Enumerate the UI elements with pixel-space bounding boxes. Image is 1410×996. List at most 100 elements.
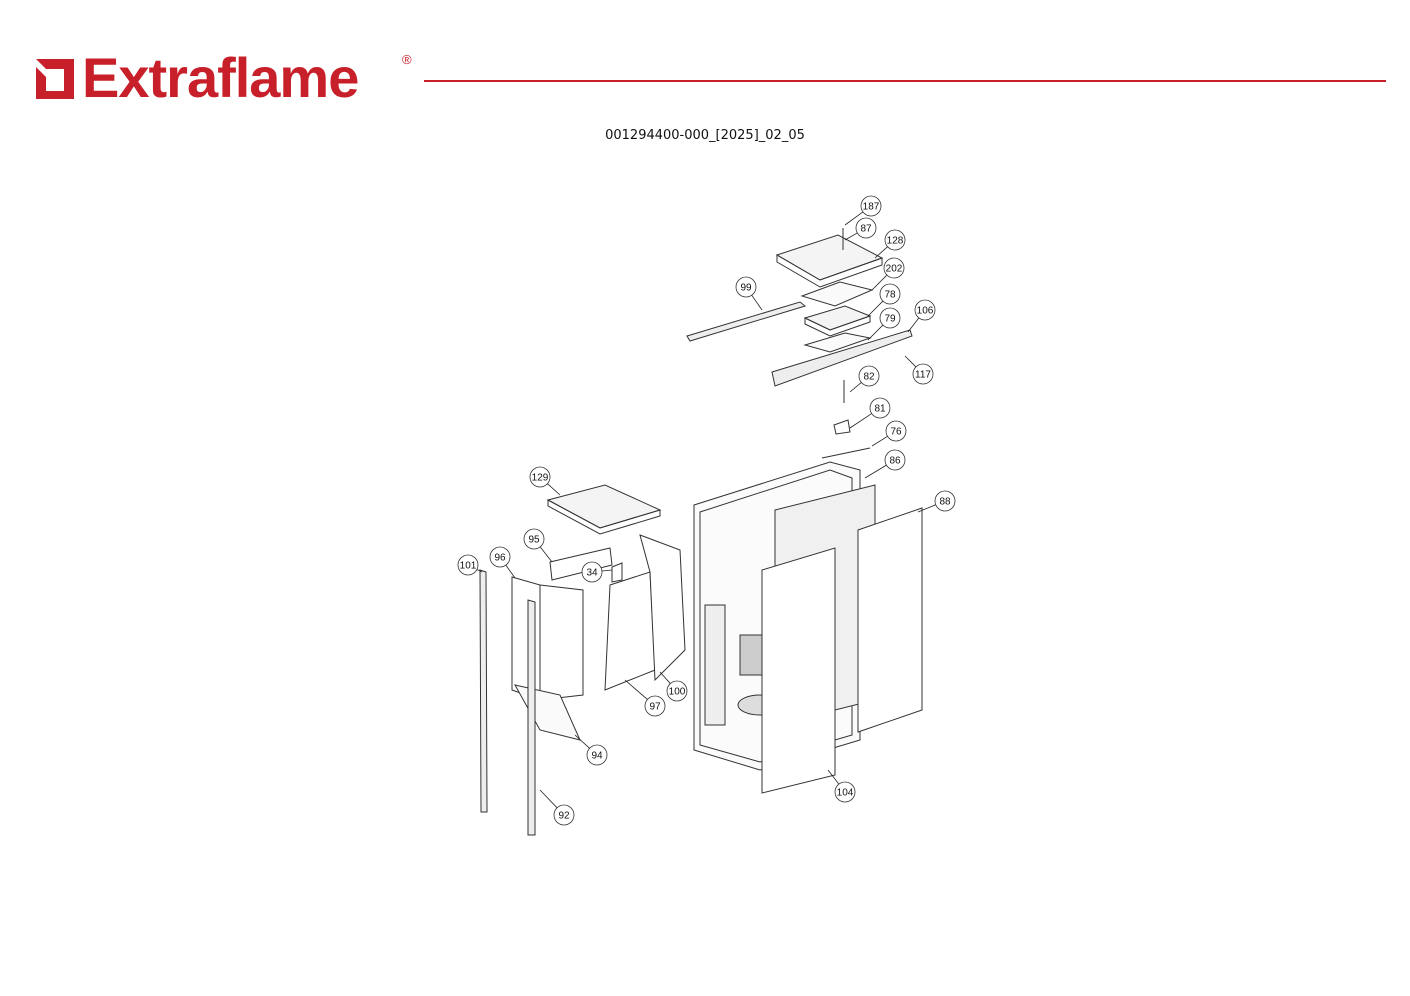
callout-78: 78	[867, 283, 901, 317]
part-box-front	[539, 584, 584, 701]
callout-94: 94	[574, 734, 608, 766]
part-number-label: 88	[939, 497, 951, 508]
leader-line	[574, 734, 590, 749]
part-number-label: 92	[558, 811, 570, 822]
callout-circle	[457, 554, 479, 576]
callout-76: 76	[871, 420, 907, 447]
part-number-label: 202	[886, 264, 903, 275]
part-34	[611, 562, 623, 583]
leader-line	[849, 413, 872, 429]
brand-name: Extraflame	[82, 46, 359, 109]
callout-circle	[489, 546, 511, 568]
logo-mark-icon	[34, 55, 78, 101]
part-99	[686, 301, 807, 342]
part-88	[857, 507, 923, 733]
callout-circle	[885, 420, 907, 442]
leader-line	[624, 679, 648, 700]
leader-line	[751, 294, 763, 311]
callout-circle	[855, 217, 877, 239]
brand-logo: Extraflame	[34, 46, 359, 109]
part-number-label: 129	[532, 473, 549, 484]
part-number-label: 96	[494, 553, 506, 564]
leader-line	[907, 317, 920, 333]
callout-96: 96	[489, 546, 516, 579]
callout-104: 104	[827, 769, 856, 803]
callout-81: 81	[849, 397, 891, 429]
leader-line	[539, 546, 553, 563]
leader-line	[917, 504, 936, 513]
leader-line	[871, 274, 888, 291]
part-number-label: 106	[917, 306, 934, 317]
callout-circle	[884, 449, 906, 471]
callout-129: 129	[529, 466, 561, 496]
leader-line	[844, 211, 864, 226]
part-104	[761, 547, 836, 794]
callout-circle	[523, 528, 545, 550]
part-number-label: 100	[669, 687, 686, 698]
part-number-label: 81	[874, 404, 886, 415]
leader-line	[904, 355, 917, 368]
part-number-label: 87	[860, 224, 872, 235]
part-81	[833, 419, 851, 435]
callout-circle	[581, 561, 603, 583]
part-128	[775, 234, 884, 281]
callout-circle	[883, 257, 905, 279]
part-100	[639, 534, 686, 682]
callout-circle	[914, 299, 936, 321]
leader-line	[871, 435, 888, 447]
leader-line	[476, 569, 483, 573]
leader-line	[601, 569, 613, 572]
part-number-label: 101	[460, 561, 477, 572]
part-number-label: 76	[890, 427, 902, 438]
leader-line	[867, 324, 884, 341]
leader-line	[844, 232, 858, 241]
callout-circle	[735, 276, 757, 298]
callout-117: 117	[904, 355, 934, 385]
registered-mark: ®	[402, 52, 412, 67]
part-number-label: 79	[884, 314, 896, 325]
callout-202: 202	[871, 257, 905, 291]
leader-line	[864, 464, 887, 479]
document-code: 001294400-000_[2025]_02_05	[605, 128, 805, 143]
part-106	[771, 329, 913, 387]
callout-circle	[884, 229, 906, 251]
callout-88: 88	[917, 490, 956, 513]
part-number-label: 128	[887, 236, 904, 247]
part-number-label: 99	[740, 283, 752, 294]
part-202	[800, 281, 874, 307]
callout-79: 79	[867, 307, 901, 341]
callout-circle	[529, 466, 551, 488]
part-92	[527, 599, 536, 836]
callout-97: 97	[624, 679, 666, 717]
callout-circle	[879, 307, 901, 329]
part-number-label: 95	[528, 535, 540, 546]
leader-line	[539, 789, 558, 809]
callout-92: 92	[539, 789, 575, 826]
leader-line	[505, 564, 516, 579]
callout-100: 100	[659, 671, 688, 702]
header-rule	[424, 80, 1386, 82]
callout-99: 99	[735, 276, 763, 311]
part-number-label: 97	[649, 702, 661, 713]
part-number-label: 117	[915, 370, 931, 381]
callout-circle	[834, 781, 856, 803]
part-number-label: 187	[863, 202, 880, 213]
part-number-label: 34	[586, 568, 598, 579]
part-78	[803, 305, 872, 331]
callout-86: 86	[864, 449, 906, 479]
callout-circle	[666, 680, 688, 702]
part-number-label: 104	[837, 788, 854, 799]
part-96	[511, 576, 541, 701]
callout-circle	[912, 363, 934, 385]
callout-circle	[934, 490, 956, 512]
callout-101: 101	[457, 554, 483, 576]
callout-106: 106	[907, 299, 936, 333]
callout-circle	[860, 195, 882, 217]
leader-line	[547, 483, 561, 496]
callout-circle	[869, 397, 891, 419]
callout-circle	[586, 744, 608, 766]
callout-circle	[553, 804, 575, 826]
callout-95: 95	[523, 528, 553, 563]
part-number-label: 86	[889, 456, 901, 467]
